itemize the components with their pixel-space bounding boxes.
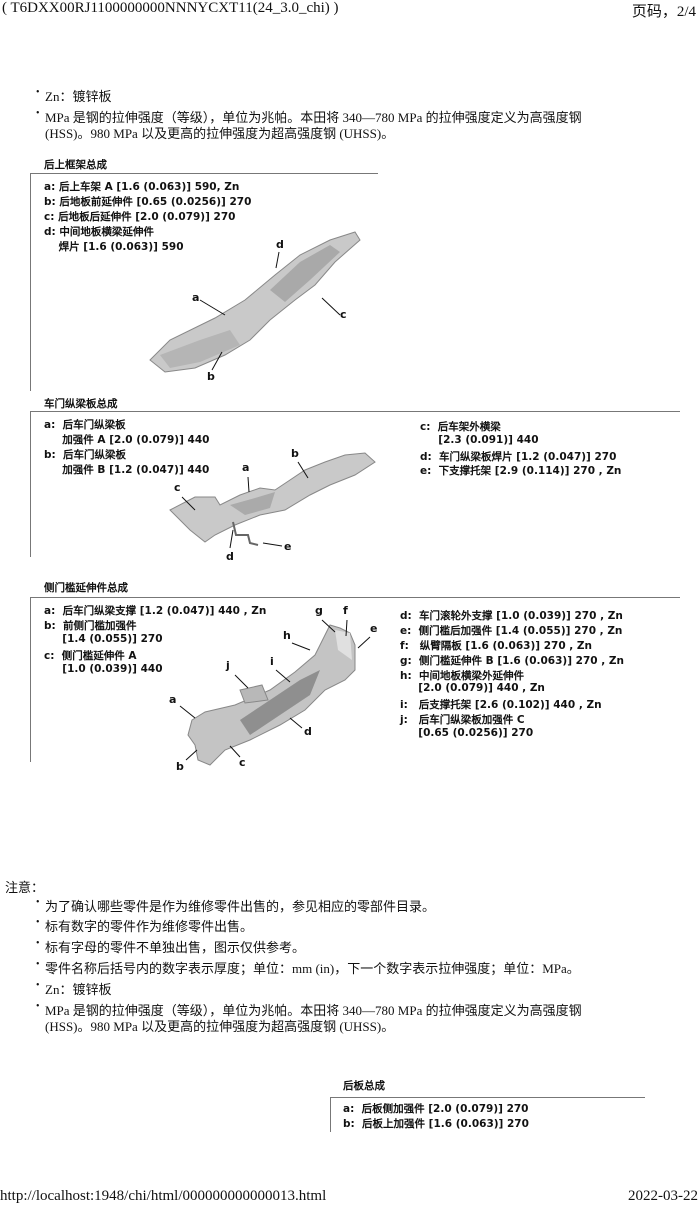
- part-item: d: 车门滚轮外支撑 [1.0 (0.039)] 270 , Zn: [400, 610, 623, 622]
- print-date: 2022-03-22: [628, 1188, 698, 1204]
- callout-c: c: [340, 308, 347, 321]
- part-item: c: 后地板后延伸件 [2.0 (0.079)] 270: [44, 211, 236, 223]
- part-item: h: 中间地板横梁外延伸件: [400, 670, 524, 682]
- document-id: ( T6DXX00RJ1100000000NNNYCXT11(24_3.0_ch…: [2, 0, 339, 16]
- callout-a: a: [169, 693, 177, 706]
- part-item: a: 后车门纵梁支撑 [1.2 (0.047)] 440 , Zn: [44, 605, 267, 617]
- divider: [30, 411, 31, 557]
- part-item: f: 纵臂隔板 [1.6 (0.063)] 270 , Zn: [400, 640, 593, 652]
- divider: [30, 597, 31, 762]
- callout-b: b: [176, 760, 184, 773]
- callout-a: a: [242, 461, 250, 474]
- note-item: 零件名称后括号内的数字表示厚度；单位：mm (in)，下一个数字表示拉伸强度；单…: [36, 958, 580, 977]
- section-title-rear-upper-frame: 后上框架总成: [44, 159, 107, 171]
- part-item: e: 下支撑托架 [2.9 (0.114)] 270 , Zn: [420, 465, 622, 477]
- note-item: 为了确认哪些零件是作为维修零件出售的，参见相应的零部件目录。: [36, 896, 435, 915]
- notes-heading: 注意：: [5, 880, 45, 895]
- part-item: c: 侧门槛延伸件 A: [44, 650, 137, 662]
- callout-j: j: [226, 659, 230, 672]
- section-title-rear-panel: 后板总成: [343, 1080, 385, 1092]
- note-item: Zn：镀锌板: [36, 979, 112, 998]
- page-number: 页码，2/4: [631, 4, 696, 20]
- note-item-cont: (HSS)。980 MPa 以及更高的拉伸强度为超高强度钢 (UHSS)。: [45, 1019, 395, 1034]
- note-mpa-cont: (HSS)。980 MPa 以及更高的拉伸强度为超高强度钢 (UHSS)。: [45, 126, 395, 141]
- part-item: [1.4 (0.055)] 270: [44, 633, 163, 645]
- part-item: [2.3 (0.091)] 440: [420, 434, 539, 446]
- note-zn: Zn：镀锌板: [36, 86, 112, 105]
- divider: [330, 1097, 331, 1132]
- divider: [30, 173, 31, 391]
- part-item: d: 车门纵梁板焊片 [1.2 (0.047)] 270: [420, 451, 617, 463]
- section-title-side-sill-extension: 侧门槛延伸件总成: [44, 582, 128, 594]
- callout-e: e: [370, 622, 378, 635]
- part-item: [0.65 (0.0256)] 270: [400, 727, 534, 739]
- part-item: j: 后车门纵梁板加强件 C: [400, 714, 525, 726]
- callout-d: d: [226, 550, 234, 563]
- callout-d: d: [276, 238, 284, 251]
- callout-b: b: [207, 370, 215, 383]
- part-item: c: 后车架外横梁: [420, 421, 501, 433]
- callout-i: i: [270, 655, 274, 668]
- part-item: a: 后上车架 A [1.6 (0.063)] 590, Zn: [44, 181, 240, 193]
- callout-h: h: [283, 629, 291, 642]
- part-item: 焊片 [1.6 (0.063)] 590: [44, 241, 184, 253]
- callout-c: c: [174, 481, 181, 494]
- part-item: a: 后车门纵梁板: [44, 419, 126, 431]
- part-item: a: 后板侧加强件 [2.0 (0.079)] 270: [343, 1103, 529, 1115]
- part-item: [1.0 (0.039)] 440: [44, 663, 163, 675]
- divider: [330, 1097, 645, 1098]
- divider: [30, 411, 680, 412]
- callout-f: f: [343, 604, 348, 617]
- note-item: MPa 是钢的拉伸强度（等级），单位为兆帕。本田将 340—780 MPa 的拉…: [36, 1000, 582, 1019]
- callout-b: b: [291, 447, 299, 460]
- divider: [30, 597, 680, 598]
- callout-c: c: [239, 756, 246, 769]
- callout-g: g: [315, 604, 323, 617]
- divider: [30, 173, 378, 174]
- part-item: [2.0 (0.079)] 440 , Zn: [400, 682, 545, 694]
- part-item: 加强件 B [1.2 (0.047)] 440: [44, 464, 210, 476]
- note-item: 标有字母的零件不单独出售，图示仅供参考。: [36, 937, 305, 956]
- part-item: i: 后支撑托架 [2.6 (0.102)] 440 , Zn: [400, 699, 602, 711]
- part-item: b: 后车门纵梁板: [44, 449, 127, 461]
- part-item: d: 中间地板横梁延伸件: [44, 226, 154, 238]
- part-item: b: 后地板前延伸件 [0.65 (0.0256)] 270: [44, 196, 252, 208]
- part-item: b: 前侧门槛加强件: [44, 620, 137, 632]
- part-item: 加强件 A [2.0 (0.079)] 440: [44, 434, 210, 446]
- part-item: e: 侧门槛后加强件 [1.4 (0.055)] 270 , Zn: [400, 625, 623, 637]
- callout-a: a: [192, 291, 200, 304]
- section-title-door-sill-panel: 车门纵梁板总成: [44, 398, 118, 410]
- callout-e: e: [284, 540, 292, 553]
- note-item: 标有数字的零件作为维修零件出售。: [36, 916, 253, 935]
- note-mpa: MPa 是钢的拉伸强度（等级），单位为兆帕。本田将 340—780 MPa 的拉…: [36, 107, 582, 126]
- part-item: b: 后板上加强件 [1.6 (0.063)] 270: [343, 1118, 529, 1130]
- page-url: http://localhost:1948/chi/html/000000000…: [0, 1188, 327, 1204]
- part-item: g: 侧门槛延伸件 B [1.6 (0.063)] 270 , Zn: [400, 655, 624, 667]
- callout-d: d: [304, 725, 312, 738]
